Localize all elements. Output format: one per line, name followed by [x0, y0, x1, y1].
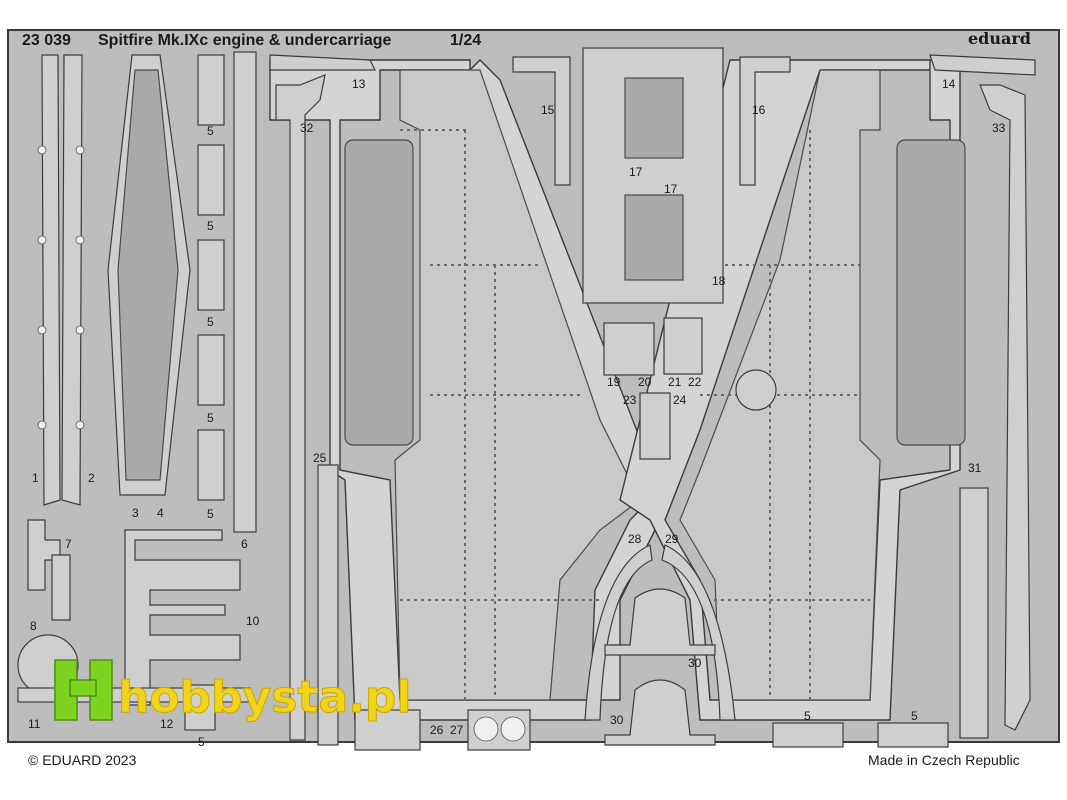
copyright-text: © EDUARD 2023	[28, 752, 137, 768]
part-3-4-cowl	[107, 54, 191, 496]
part-33-strip	[979, 84, 1031, 731]
svg-text:11: 11	[28, 717, 41, 731]
svg-text:16: 16	[752, 103, 766, 117]
part-30-lower	[604, 679, 716, 746]
part-13	[269, 54, 376, 71]
svg-text:5: 5	[198, 735, 205, 749]
part-12	[184, 684, 216, 731]
round-fitting	[735, 369, 777, 411]
part-6-strip	[233, 51, 257, 533]
part-15-bracket	[512, 56, 571, 186]
svg-text:6: 6	[241, 537, 248, 551]
part-23-24	[639, 392, 671, 460]
brand-logo: eduard	[968, 29, 1031, 48]
part-5-column	[197, 54, 225, 501]
panel-rivet-lines	[400, 129, 870, 700]
part-27-rings	[467, 709, 531, 751]
svg-text:27: 27	[450, 723, 464, 737]
svg-text:5: 5	[207, 315, 214, 329]
part-17-grille-upper	[624, 77, 684, 159]
part-number-labels: 1 2 3 4 5 5 5 5 5 5 5 5 6 7 8 10 11 12 1…	[28, 77, 1006, 749]
svg-text:8: 8	[30, 619, 37, 633]
svg-text:15: 15	[541, 103, 555, 117]
set-scale: 1/24	[450, 32, 481, 49]
svg-text:20: 20	[638, 375, 652, 389]
right-panel-window	[896, 139, 966, 446]
svg-text:10: 10	[246, 614, 260, 628]
part-14	[929, 54, 1036, 76]
left-panel-window	[344, 139, 414, 446]
part-26	[354, 709, 421, 751]
part-1-2-strip	[37, 54, 85, 506]
svg-text:22: 22	[688, 375, 702, 389]
part-29-arch	[661, 544, 736, 721]
part-16-bracket	[739, 56, 791, 186]
svg-text:30: 30	[610, 713, 624, 727]
part-25-strip	[317, 464, 339, 746]
part-17-grille-lower	[624, 194, 684, 281]
origin-text: Made in Czech Republic	[868, 752, 1020, 768]
large-frame-left	[269, 59, 661, 721]
watermark: hobbysta.pl	[54, 659, 412, 724]
svg-text:1: 1	[32, 471, 39, 485]
part-10-zigzag	[124, 529, 241, 706]
part-5-bottom-a	[772, 722, 844, 748]
part-5-bottom-b	[877, 722, 949, 748]
svg-text:18: 18	[712, 274, 726, 288]
svg-text:21: 21	[668, 375, 682, 389]
svg-text:31: 31	[968, 461, 982, 475]
part-18-grille-frame	[582, 47, 724, 304]
part-28-arch	[584, 544, 653, 721]
svg-text:29: 29	[665, 532, 679, 546]
svg-text:17: 17	[629, 165, 643, 179]
set-code: 23 039	[22, 32, 71, 49]
svg-text:32: 32	[300, 121, 314, 135]
part-32-strip	[275, 74, 326, 741]
part-19-20	[603, 322, 655, 376]
svg-text:5: 5	[911, 709, 918, 723]
svg-text:23: 23	[623, 393, 637, 407]
svg-text:12: 12	[160, 717, 174, 731]
svg-text:5: 5	[207, 507, 214, 521]
svg-text:24: 24	[673, 393, 687, 407]
svg-text:5: 5	[207, 219, 214, 233]
hobbysta-logo-icon	[54, 659, 113, 721]
svg-text:33: 33	[992, 121, 1006, 135]
svg-text:7: 7	[65, 537, 72, 551]
svg-text:25: 25	[313, 451, 327, 465]
watermark-text: hobbysta.pl	[118, 672, 411, 723]
part-31-strip	[959, 487, 989, 739]
svg-text:5: 5	[207, 124, 214, 138]
svg-text:2: 2	[88, 471, 95, 485]
svg-text:30: 30	[688, 656, 702, 670]
part-30-upper	[604, 588, 716, 656]
svg-text:13: 13	[352, 77, 366, 91]
set-title: Spitfire Mk.IXc engine & undercarriage	[98, 32, 392, 49]
svg-text:14: 14	[942, 77, 956, 91]
svg-text:5: 5	[207, 411, 214, 425]
svg-text:26: 26	[430, 723, 444, 737]
part-21-22	[663, 317, 703, 375]
svg-text:17: 17	[664, 182, 678, 196]
svg-text:28: 28	[628, 532, 642, 546]
part-9-bracket	[51, 554, 71, 621]
svg-text:19: 19	[607, 375, 621, 389]
svg-text:4: 4	[157, 506, 164, 520]
svg-text:5: 5	[804, 709, 811, 723]
svg-text:3: 3	[132, 506, 139, 520]
